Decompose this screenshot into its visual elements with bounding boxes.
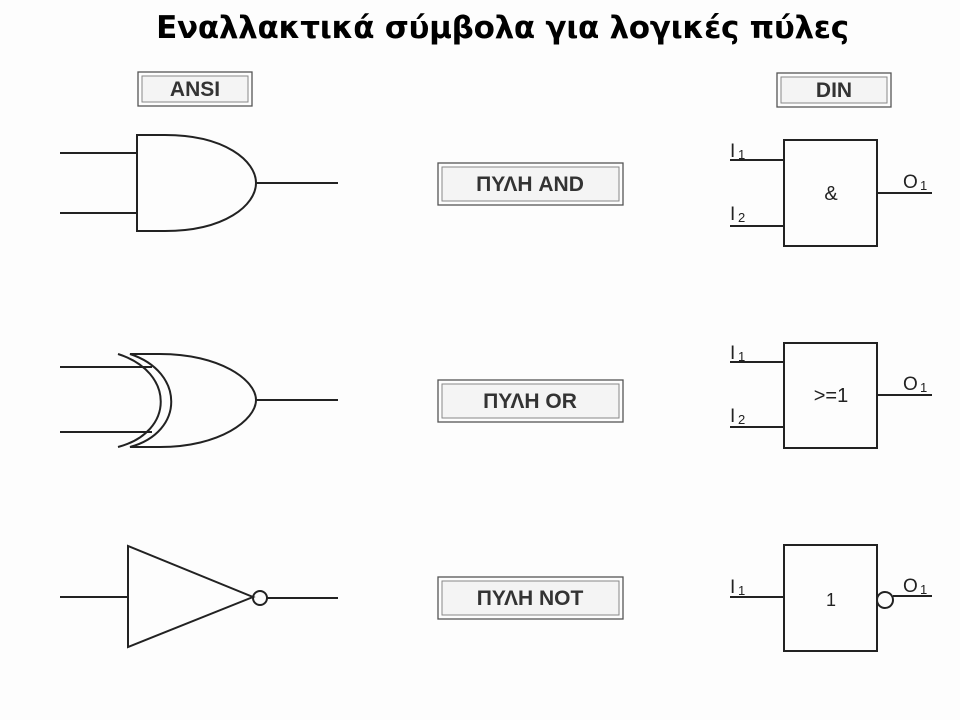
or-input1-index: 1 [738, 349, 745, 364]
or-output-letter: O [903, 374, 918, 395]
and-din-symbol-text: & [824, 183, 838, 205]
and-output-letter: O [903, 172, 918, 193]
and-input2-index: 2 [738, 210, 745, 225]
or-gate-ansi-symbol [60, 353, 338, 448]
ansi-header-label: ANSI [170, 78, 220, 101]
and-gate-label-box: ΠΥΛΗ AND [437, 162, 624, 206]
ansi-header: ANSI [137, 71, 253, 107]
not-gate-din-symbol: 1 I 1 O 1 [730, 544, 932, 652]
and-output-index: 1 [920, 178, 927, 193]
not-din-symbol-text: 1 [826, 590, 836, 610]
or-din-symbol-text: >=1 [814, 385, 848, 407]
or-gate-label-box: ΠΥΛΗ OR [437, 379, 624, 423]
not-input1-letter: I [730, 577, 735, 598]
not-output-index: 1 [920, 582, 927, 597]
not-gate-label: ΠΥΛΗ NOT [477, 587, 584, 610]
not-output-letter: O [903, 576, 918, 597]
and-gate-din-symbol: & I 1 I 2 O 1 [730, 139, 932, 247]
and-input2-letter: I [730, 204, 735, 225]
not-gate-ansi-symbol [60, 544, 338, 649]
or-input2-index: 2 [738, 412, 745, 427]
and-gate-label: ΠΥΛΗ AND [476, 173, 584, 196]
or-gate-din-symbol: >=1 I 1 I 2 O 1 [730, 342, 932, 449]
din-header-label: DIN [816, 79, 852, 102]
or-gate-label: ΠΥΛΗ OR [483, 390, 577, 413]
or-input2-letter: I [730, 406, 735, 427]
and-input1-letter: I [730, 141, 735, 162]
or-input1-letter: I [730, 343, 735, 364]
or-output-index: 1 [920, 380, 927, 395]
not-input1-index: 1 [738, 583, 745, 598]
din-header: DIN [776, 72, 892, 108]
and-gate-ansi-symbol [60, 134, 338, 232]
and-input1-index: 1 [738, 147, 745, 162]
page-title: Εναλλακτικά σύμβολα για λογικές πύλες [156, 10, 849, 46]
not-gate-label-box: ΠΥΛΗ NOT [437, 576, 624, 620]
